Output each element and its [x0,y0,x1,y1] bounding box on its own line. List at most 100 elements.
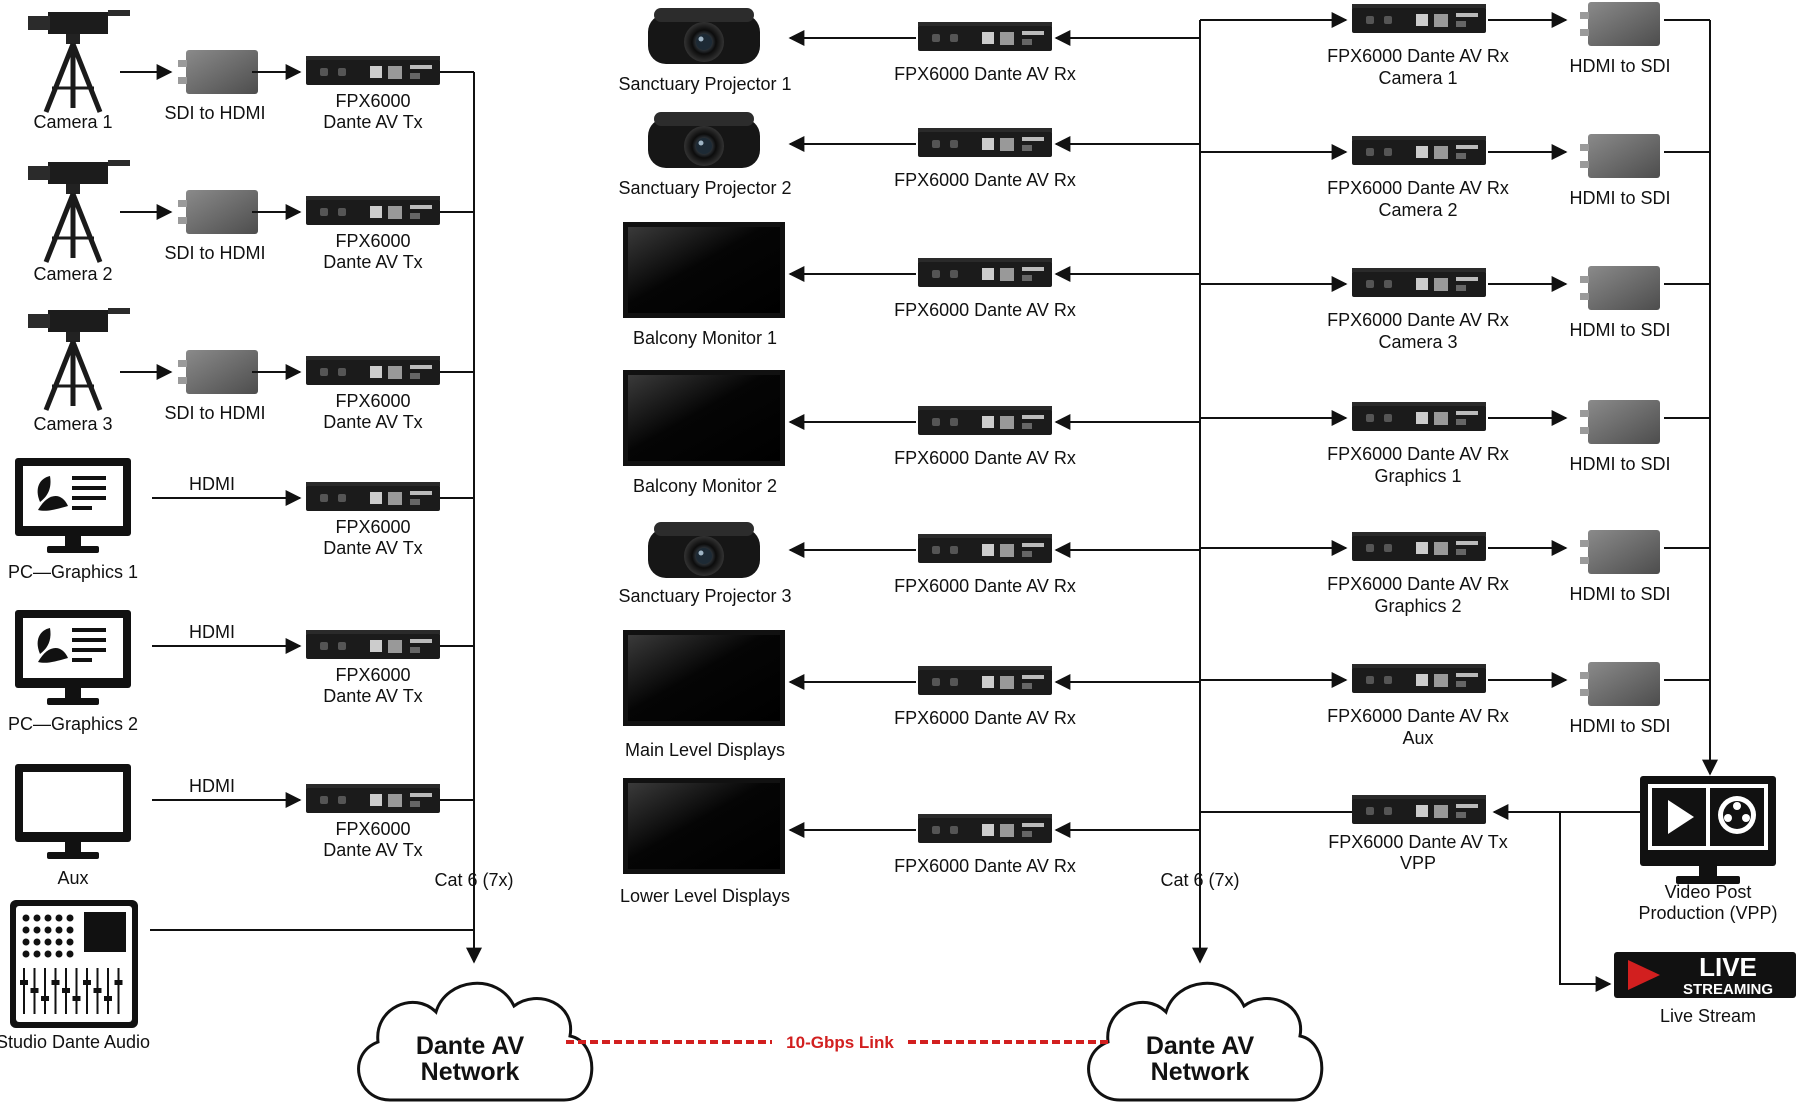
display-row-6: Main Level Displays FPX6000 Dante AV Rx [623,630,1200,760]
left-cat6-bus: Cat 6 (7x) [434,72,514,964]
display-label: Main Level Displays [625,740,785,760]
link-label: 10-Gbps Link [786,1033,894,1052]
prod-converter-label: HDMI to SDI [1569,320,1670,340]
pc-monitor-icon [15,458,131,553]
fpx6000-rx-device [1352,402,1486,431]
source-label: Camera 3 [33,414,112,434]
rx-label: FPX6000 Dante AV Rx [894,448,1076,468]
fpx6000-rx-device [1352,4,1486,33]
prod-rx-label-line1: FPX6000 Dante AV Rx [1327,178,1509,198]
studio-audio-label: Studio Dante Audio [0,1032,150,1052]
pc-monitor-icon [15,610,131,705]
source-label: PC—Graphics 2 [8,714,138,734]
prod-converter-label: HDMI to SDI [1569,584,1670,604]
network-label-line1: Dante AV [1146,1032,1255,1060]
tx-label-line1: FPX6000 [335,231,410,251]
display-monitor-icon [623,370,785,466]
display-label: Lower Level Displays [620,886,790,906]
camera-icon [28,10,130,112]
source-label: Camera 2 [33,264,112,284]
tx-label-line1: FPX6000 [335,391,410,411]
fpx6000-rx-device [918,406,1052,435]
display-label: Sanctuary Projector 3 [618,586,791,606]
hdmi-to-sdi-converter [1580,2,1660,46]
prod-rx-label-line1: FPX6000 Dante AV Rx [1327,706,1509,726]
vpp-label-line1: Video Post [1665,882,1752,902]
rx-label: FPX6000 Dante AV Rx [894,170,1076,190]
rx-label: FPX6000 Dante AV Rx [894,64,1076,84]
tx-label-line1: FPX6000 [335,91,410,111]
left-cable-label: Cat 6 (7x) [434,870,513,890]
rx-label: FPX6000 Dante AV Rx [894,300,1076,320]
tx-label-line2: Dante AV Tx [323,112,422,132]
converter-label: SDI to HDMI [164,103,265,123]
video-production-icon [1640,776,1776,884]
prod-rx-label-line2: Graphics 2 [1374,596,1461,616]
prod-rx-label-line1: FPX6000 Dante AV Rx [1327,574,1509,594]
fpx6000-tx-device [306,784,440,813]
prod-converter-label: HDMI to SDI [1569,56,1670,76]
hdmi-to-sdi-converter [1580,266,1660,310]
camera-icon [28,308,130,410]
fpx6000-tx-device [1352,795,1486,824]
rx-label: FPX6000 Dante AV Rx [894,856,1076,876]
hdmi-to-sdi-converter [1580,530,1660,574]
fpx6000-rx-device [1352,136,1486,165]
aux-monitor-icon [15,764,131,859]
tx-label-line2: Dante AV Tx [323,412,422,432]
source-label: Aux [57,868,88,888]
vpp-label-line2: Production (VPP) [1638,903,1777,923]
fpx6000-tx-device [306,482,440,511]
rx-label: FPX6000 Dante AV Rx [894,576,1076,596]
sdi-to-hdmi-converter [178,350,258,394]
prod-rx-label-line2: Aux [1402,728,1433,748]
network-label-line2: Network [421,1058,520,1086]
hdmi-link-label: HDMI [189,474,235,494]
fpx6000-rx-device [1352,532,1486,561]
fpx6000-rx-device [918,666,1052,695]
hdmi-to-sdi-converter [1580,134,1660,178]
prod-converter-label: HDMI to SDI [1569,454,1670,474]
studio-audio: Studio Dante Audio [0,900,474,1052]
fpx6000-rx-device [1352,268,1486,297]
display-label: Sanctuary Projector 1 [618,74,791,94]
display-label: Balcony Monitor 2 [633,476,777,496]
camera-icon [28,160,130,262]
cloud-shape [357,981,594,1102]
projector-icon [648,8,760,64]
ten-gbps-link: 10-Gbps Link [566,1033,1112,1052]
fpx6000-rx-device [918,22,1052,51]
fpx6000-tx-device [306,196,440,225]
tx-label-line2: Dante AV Tx [323,686,422,706]
tx-label-line2: Dante AV Tx [323,538,422,558]
display-row-4: Balcony Monitor 2 FPX6000 Dante AV Rx [623,370,1200,496]
display-monitor-icon [623,778,785,874]
vpp-tx-label-line1: FPX6000 Dante AV Tx [1328,832,1507,852]
prod-rx-label-line2: Camera 1 [1378,68,1457,88]
source-label: PC—Graphics 1 [8,562,138,582]
prod-rx-label-line2: Camera 3 [1378,332,1457,352]
projector-icon [648,522,760,578]
sdi-to-hdmi-converter [178,190,258,234]
fpx6000-tx-device [306,356,440,385]
rx-label: FPX6000 Dante AV Rx [894,708,1076,728]
display-row-5: Sanctuary Projector 3 FPX6000 Dante AV Rx [618,522,1200,606]
projector-icon [648,112,760,168]
